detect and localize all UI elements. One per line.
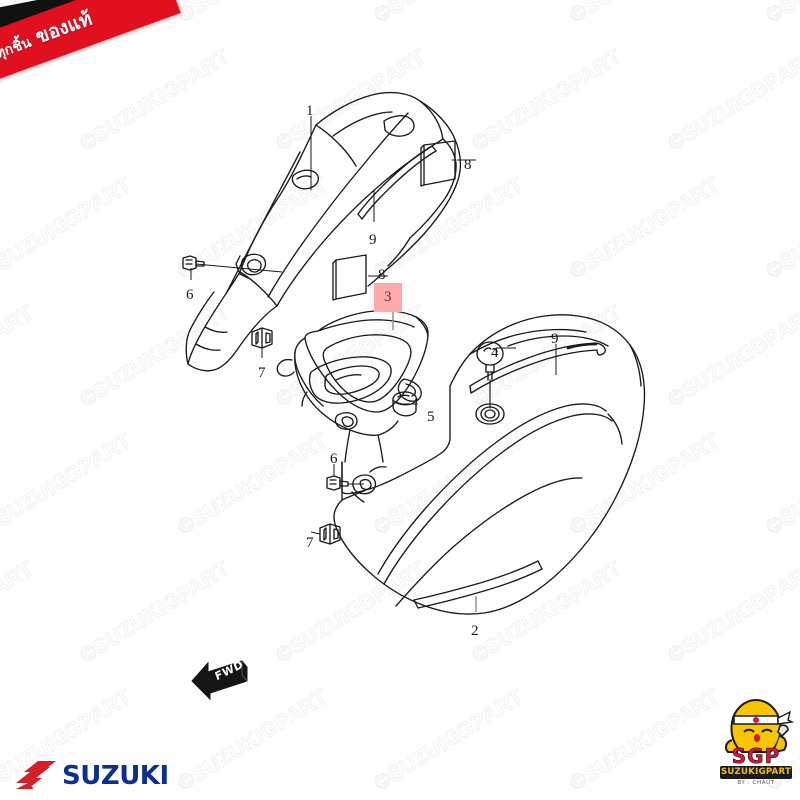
sgp-name: SUZUKIGPART [720, 766, 792, 779]
callout-grommet-bushing: 5 [427, 409, 435, 425]
fwd-direction-marker: FWD [190, 655, 258, 701]
part-2-leg-shield [333, 314, 646, 615]
part-9-molding-upper [357, 145, 437, 220]
callout-clip-upper: 7 [258, 365, 266, 381]
sgp-tagline: BY : CHAUT [737, 780, 775, 786]
part-3-speedometer-panel-cover [276, 309, 429, 463]
suzuki-s-emblem-icon [16, 761, 56, 789]
part-7-clip-upper [251, 327, 273, 349]
part-4-screw-rivet [475, 341, 505, 425]
callout-leg-shield: 2 [471, 623, 479, 639]
callout-screw-upper: 6 [186, 287, 194, 303]
callout-emblem-tape-upper: 8 [464, 157, 472, 173]
suzuki-wordmark: SUZUKI [62, 761, 169, 791]
part-9-molding-lower [469, 342, 606, 394]
callout-molding-strip-lower: 9 [551, 331, 559, 347]
suzuki-logo: SUZUKI [14, 757, 179, 793]
sgp-logo: SGP SUZUKIGPART BY : CHAUT [718, 696, 794, 794]
callout-screw-rivet: 4 [491, 345, 499, 361]
part-8-emblem-upper [420, 140, 456, 187]
part-7-clip-lower [319, 523, 341, 545]
fwd-arrow-icon [191, 660, 248, 701]
callout-handle-front-cover: 1 [306, 103, 314, 119]
callout-screw-lower: 6 [330, 451, 338, 467]
callout-speedometer-panel-cover: 3 [374, 283, 402, 312]
callout-emblem-tape-lower: 8 [378, 267, 386, 283]
callout-molding-strip-upper: 9 [369, 232, 377, 248]
part-6-screw-upper [182, 255, 205, 271]
part-6-screw-lower [326, 475, 349, 491]
callout-clip-lower: 7 [306, 535, 314, 551]
sgp-initials: SGP [731, 744, 781, 769]
sgp-mascot-icon [724, 698, 794, 753]
part-8-emblem-lower [332, 254, 367, 301]
leader-lines [190, 116, 557, 535]
